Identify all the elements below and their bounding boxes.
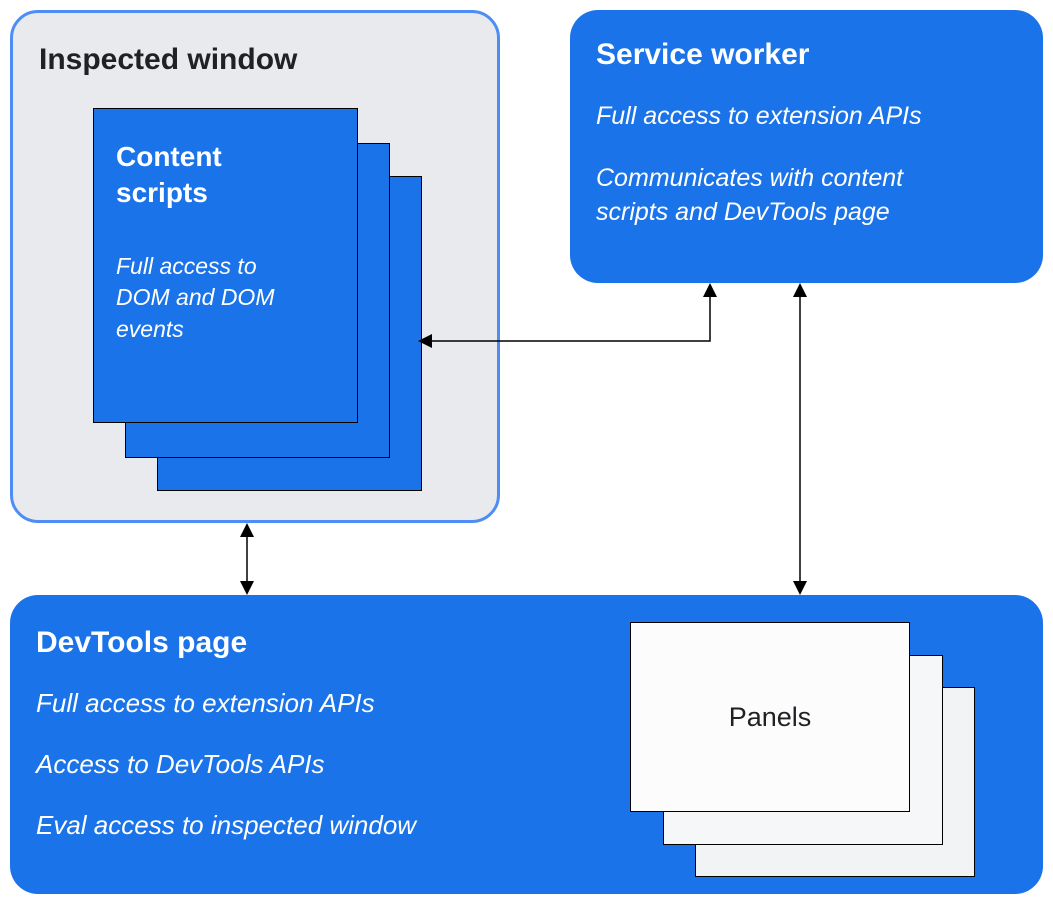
panels-card: Panels [630, 622, 910, 812]
service-worker-box: Service worker Full access to extension … [570, 10, 1043, 283]
service-worker-line-2: Communicates with content scripts and De… [596, 163, 904, 227]
content-scripts-description: Full access to DOM and DOM events [116, 252, 275, 343]
devtools-page-line-1: Full access to extension APIs [36, 688, 375, 718]
service-worker-line-1: Full access to extension APIs [596, 102, 922, 130]
content-scripts-title: Content scripts [116, 141, 222, 208]
content-scripts-card: Content scripts Full access to DOM and D… [93, 108, 358, 423]
service-worker-title: Service worker [596, 38, 810, 71]
inspected-window-title: Inspected window [39, 43, 298, 76]
devtools-page-title: DevTools page [36, 626, 248, 659]
arrow-service-worker-devtools-page [793, 283, 807, 595]
panels-label: Panels [728, 701, 812, 732]
arrow-inspected-window-devtools-page [240, 523, 254, 595]
devtools-page-line-3: Eval access to inspected window [36, 809, 417, 840]
devtools-page-line-2: Access to DevTools APIs [36, 748, 325, 779]
inspected-window-box: Inspected window Content scripts Full ac… [10, 10, 500, 523]
